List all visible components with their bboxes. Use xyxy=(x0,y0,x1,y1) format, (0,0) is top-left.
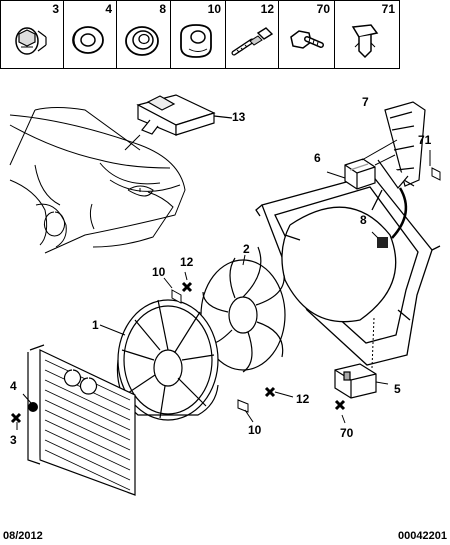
callout-2: 2 xyxy=(243,242,250,256)
bolt-12b xyxy=(264,386,276,398)
legend-number: 8 xyxy=(159,2,166,16)
grommet-8 xyxy=(377,237,388,248)
mounting-bracket-7 xyxy=(377,101,426,189)
plastic-clip-icon xyxy=(351,24,379,59)
mount-10b xyxy=(237,399,249,413)
callout-10-lower: 10 xyxy=(248,423,262,437)
callout-5: 5 xyxy=(394,382,401,396)
hex-bolt-icon xyxy=(290,30,324,49)
shoulder-bolt-icon xyxy=(231,27,274,56)
resistor-5 xyxy=(334,363,377,399)
leader-6 xyxy=(361,139,398,166)
legend-cell-70[interactable]: 70 xyxy=(278,0,335,69)
legend-number: 70 xyxy=(316,2,330,16)
grommet-4 xyxy=(28,402,38,412)
stepped-grommet-icon xyxy=(125,26,159,56)
rubber-mount-icon xyxy=(180,24,212,58)
callout-70: 70 xyxy=(340,426,354,440)
callout-12-upper: 12 xyxy=(180,255,194,269)
bolt-70 xyxy=(334,399,346,411)
legend-cell-3[interactable]: 3 xyxy=(0,0,64,69)
leader-1 xyxy=(99,324,126,336)
legend-number: 12 xyxy=(260,2,274,16)
clip-71 xyxy=(431,167,441,181)
callout-4: 4 xyxy=(10,379,17,393)
legend-number: 4 xyxy=(105,2,112,16)
callout-3: 3 xyxy=(10,433,17,447)
parts-legend: 3 4 8 10 12 xyxy=(0,0,450,70)
callout-13: 13 xyxy=(232,110,246,124)
callout-6: 6 xyxy=(314,151,321,165)
leader-13 xyxy=(124,134,141,151)
legend-cell-10[interactable]: 10 xyxy=(170,0,226,69)
callout-71: 71 xyxy=(418,133,432,147)
screw-plug-icon xyxy=(15,27,47,55)
leader-2 xyxy=(242,254,246,266)
fan-assembly-diagram xyxy=(9,94,441,496)
relay-6 xyxy=(344,158,376,190)
footer-reference: 00042201 xyxy=(398,530,447,542)
fan-shroud xyxy=(255,174,441,366)
radiator xyxy=(27,344,136,496)
callout-10-upper: 10 xyxy=(152,265,166,279)
mount-10a xyxy=(171,289,182,304)
connection-arrow xyxy=(391,187,408,239)
legend-number: 71 xyxy=(381,2,395,16)
control-module-13 xyxy=(136,94,233,136)
rubber-grommet-icon xyxy=(72,26,104,54)
fan-motor-1 xyxy=(116,299,219,421)
callout-1: 1 xyxy=(92,318,99,332)
callout-8: 8 xyxy=(360,213,367,227)
legend-cell-8[interactable]: 8 xyxy=(116,0,171,69)
footer-date: 08/2012 xyxy=(3,530,43,542)
legend-number: 3 xyxy=(52,2,59,16)
callout-12-lower: 12 xyxy=(296,392,310,406)
vehicle-outline xyxy=(9,107,186,254)
callout-7: 7 xyxy=(362,95,369,109)
legend-cell-4[interactable]: 4 xyxy=(63,0,117,69)
legend-cell-12[interactable]: 12 xyxy=(225,0,279,69)
legend-cell-71[interactable]: 71 xyxy=(334,0,400,69)
plug-3 xyxy=(10,412,22,424)
bolt-12a xyxy=(181,281,193,293)
legend-number: 10 xyxy=(207,2,221,16)
